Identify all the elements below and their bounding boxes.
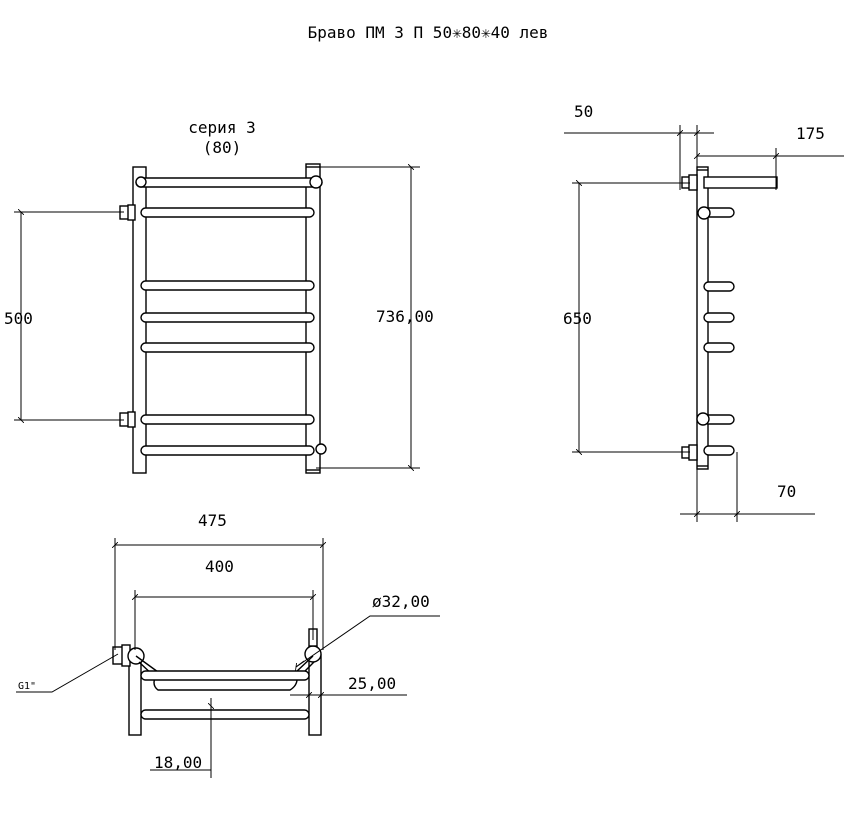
- dim-475-label: 475: [198, 511, 227, 530]
- dim-650: 650: [563, 183, 690, 452]
- rung: [140, 280, 315, 291]
- dim-18-label: 18,00: [154, 753, 202, 772]
- rung: [140, 342, 315, 353]
- dim-475: 475: [115, 511, 323, 650]
- dim-50-label: 50: [574, 102, 593, 121]
- side-rungs: [703, 207, 735, 456]
- front-rungs: [135, 177, 323, 456]
- dim-25-label: 25,00: [348, 674, 396, 693]
- front-view: серия 3 (80): [4, 118, 434, 474]
- dim-50: 50: [564, 102, 714, 190]
- rung: [140, 414, 315, 425]
- dim-18: 18,00: [150, 698, 211, 778]
- rung: [135, 177, 323, 188]
- thread-label: G1": [18, 681, 36, 692]
- thread-callout: G1": [16, 653, 119, 693]
- dim-70-label: 70: [777, 482, 796, 501]
- dim-175: 175: [697, 124, 844, 190]
- series-code: (80): [203, 138, 242, 157]
- dim-736: 736,00: [316, 167, 434, 468]
- top-view: 475 400 ø32,00 25,00 18,00: [16, 511, 440, 778]
- dim-400-label: 400: [205, 557, 234, 576]
- dim-400: 400: [135, 557, 313, 650]
- dim-650-label: 650: [563, 309, 592, 328]
- drawing-title: Браво ПМ 3 П 50✳80✳40 лев: [308, 23, 549, 42]
- rung: [140, 207, 315, 218]
- series-label: серия 3: [188, 118, 255, 137]
- dim-diameter-32-label: ø32,00: [372, 592, 430, 611]
- dim-500: 500: [4, 212, 124, 420]
- end-cap: [309, 175, 323, 189]
- dim-25: 25,00: [290, 674, 407, 700]
- end-cap: [315, 443, 327, 455]
- dim-diameter-32: ø32,00: [296, 592, 440, 667]
- rung: [140, 312, 315, 323]
- dim-736-label: 736,00: [376, 307, 434, 326]
- dim-175-label: 175: [796, 124, 825, 143]
- dim-500-label: 500: [4, 309, 33, 328]
- side-top-bar: [703, 176, 778, 189]
- rung: [140, 445, 315, 456]
- side-view: 50 175 650 70: [563, 102, 844, 522]
- end-cap: [135, 176, 147, 188]
- dim-70: 70: [680, 452, 815, 522]
